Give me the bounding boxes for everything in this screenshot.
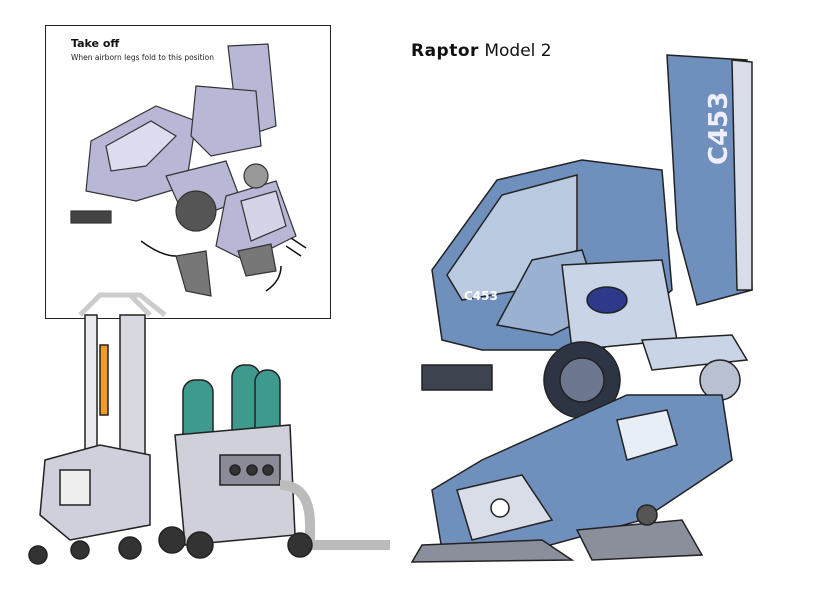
inset-subtitle: When airborn legs fold to this position bbox=[71, 53, 215, 62]
raptor-mech-illustration: C453 C453 bbox=[410, 54, 753, 563]
main-title: Raptor Model 2 bbox=[411, 41, 552, 61]
tail-fin bbox=[666, 54, 753, 306]
inset-title: Take off bbox=[71, 37, 120, 50]
main-title-bold: Raptor bbox=[411, 41, 479, 61]
hazard-stripe bbox=[99, 344, 109, 416]
ground-equipment-sketch bbox=[28, 292, 390, 565]
raptor-emblem bbox=[586, 286, 628, 314]
main-title-rest: Model 2 bbox=[484, 41, 552, 61]
take-off-inset-panel: Take off When airborn legs fold to this … bbox=[45, 25, 331, 319]
tail-code: C453 bbox=[704, 92, 734, 165]
body-code: C453 bbox=[464, 289, 498, 303]
folded-mech-sketch bbox=[70, 43, 307, 297]
